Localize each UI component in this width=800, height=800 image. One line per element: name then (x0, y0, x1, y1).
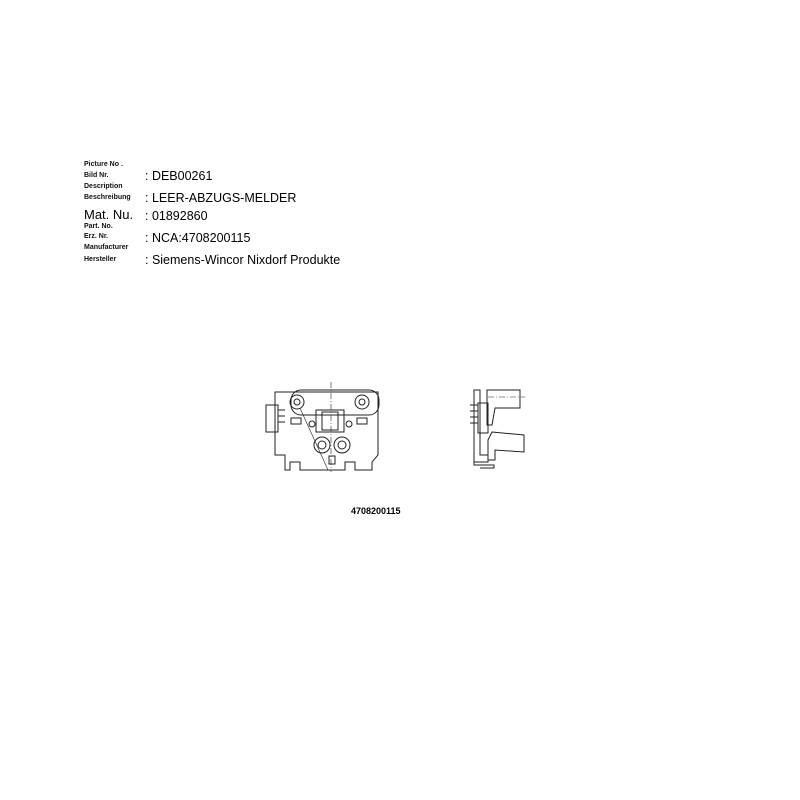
picture-no-label: Picture No . (84, 161, 123, 168)
beschreibung-label: Beschreibung (84, 194, 131, 201)
part-no-value: : NCA:4708200115 (145, 231, 251, 245)
mat-nu-value: : 01892860 (145, 209, 208, 223)
side-view (470, 389, 525, 469)
mat-nu-label: Mat. Nu. (84, 207, 134, 222)
manufacturer-label: Manufacturer (84, 244, 129, 251)
drawing-caption: 4708200115 (351, 506, 401, 516)
hersteller-label: Hersteller (84, 256, 117, 263)
manufacturer-value: : Siemens-Wincor Nixdorf Produkte (145, 253, 341, 267)
bild-nr-label: Bild Nr. (84, 172, 109, 179)
description-label: Description (84, 183, 123, 190)
picture-no-value: : DEB00261 (145, 169, 213, 183)
front-view (265, 382, 380, 472)
part-no-label: Part. No. (84, 223, 113, 230)
description-value: : LEER-ABZUGS-MELDER (145, 191, 297, 205)
erz-nr-label: Erz. Nr. (84, 233, 109, 240)
